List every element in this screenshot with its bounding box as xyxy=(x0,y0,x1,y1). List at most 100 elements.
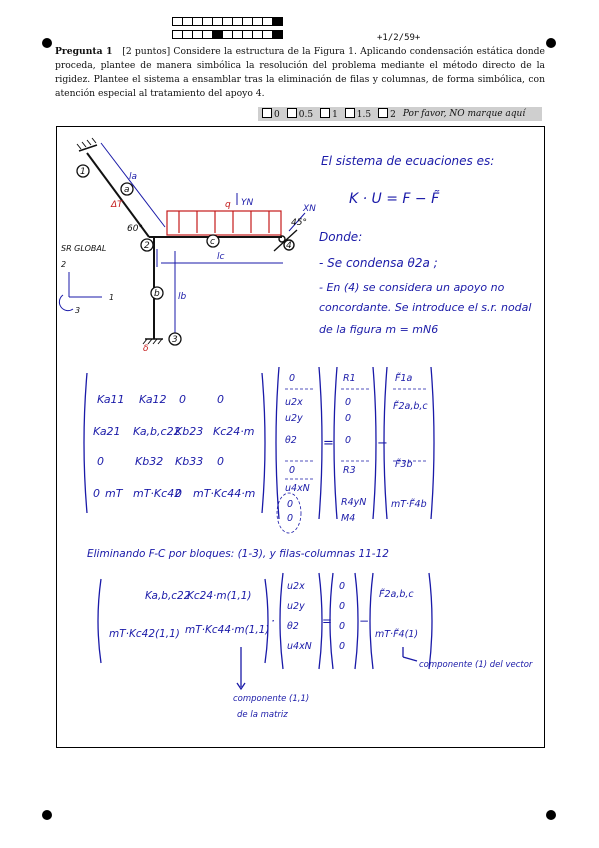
grade-option-15[interactable]: 1.5 xyxy=(344,108,371,120)
svg-text:0: 0 xyxy=(339,581,345,592)
svg-text:Ka,b,c22: Ka,b,c22 xyxy=(133,425,181,438)
dot-operator: · xyxy=(271,614,275,628)
svg-text:componente (1) del vector: componente (1) del vector xyxy=(419,660,533,670)
structure-figure xyxy=(76,137,282,345)
svg-text:2: 2 xyxy=(144,241,150,251)
svg-text:de la figura m = mN6: de la figura m = mN6 xyxy=(319,323,438,336)
grading-note: Por favor, NO marque aquí xyxy=(402,109,526,119)
svg-text:de la matriz: de la matriz xyxy=(237,710,288,720)
bar-a xyxy=(86,152,150,238)
svg-text:Ka11: Ka11 xyxy=(97,393,125,406)
svg-text:El sistema de ecuaciones es:: El sistema de ecuaciones es: xyxy=(321,154,494,168)
svg-text:YN: YN xyxy=(241,198,253,208)
question-text: Pregunta 1 [2 puntos] Considere la estru… xyxy=(55,45,545,101)
matrix1-cells: Ka11 Ka12 0 0 Ka21 Ka,b,c22 Kb23 Kc24·m … xyxy=(93,393,255,500)
grade-option-0[interactable]: 0 xyxy=(262,108,280,120)
svg-text:lc: lc xyxy=(217,252,225,262)
svg-text:3: 3 xyxy=(75,306,80,315)
minus-sign-2: − xyxy=(359,614,369,628)
svg-text:componente (1,1): componente (1,1) xyxy=(233,694,309,704)
registration-dot-bl xyxy=(42,810,52,820)
svg-text:0: 0 xyxy=(289,373,295,384)
svg-text:la: la xyxy=(129,172,137,182)
svg-text:Kb32: Kb32 xyxy=(135,455,163,468)
question-points: [2 puntos] xyxy=(122,46,171,57)
svg-text:u4xN: u4xN xyxy=(287,641,312,652)
page-id: +1/2/59+ xyxy=(377,33,421,43)
support-4 xyxy=(273,229,298,252)
svg-text:c: c xyxy=(210,237,215,247)
svg-text:0: 0 xyxy=(179,393,186,406)
svg-text:δ: δ xyxy=(143,344,149,354)
vector-ft: F̃1a F̃2a,b,c F̃3b mT·F̃4b xyxy=(391,372,428,510)
registration-dot-br xyxy=(546,810,556,820)
elimination-note: Eliminando F-C por bloques: (1-3), y fil… xyxy=(87,548,389,560)
svg-text:F̃2a,b,c: F̃2a,b,c xyxy=(379,588,414,600)
svg-text:XN: XN xyxy=(302,204,316,214)
svg-text:0: 0 xyxy=(345,413,351,424)
registration-dot-tl xyxy=(42,38,52,48)
answer-drawing: 1 a 2 c b 3 4 la lc lb ΔT 60° 45° q YN X… xyxy=(58,137,533,720)
vector2-ft: F̃2a,b,c mT·F̃4(1) xyxy=(375,588,418,640)
svg-text:4: 4 xyxy=(286,241,292,251)
dimensions xyxy=(58,142,306,339)
svg-text:mT·Kc42: mT·Kc42 xyxy=(133,487,181,500)
question-body: Considere la estructura de la Figura 1. … xyxy=(55,46,545,99)
code-bar-top xyxy=(172,17,283,26)
grading-bar: 0 0.5 1 1.5 2 Por favor, NO marque aquí xyxy=(258,107,542,121)
vector-r: R1 0 0 0 R3 R4yN M4 xyxy=(341,373,366,524)
svg-text:0: 0 xyxy=(93,487,100,500)
svg-text:a: a xyxy=(124,185,130,195)
vector2-zeros: 0 0 0 0 xyxy=(339,581,345,652)
svg-text:0: 0 xyxy=(97,455,104,468)
minus-sign-1: − xyxy=(377,436,388,451)
svg-text:0: 0 xyxy=(339,641,345,652)
svg-text:Ka21: Ka21 xyxy=(93,425,121,438)
svg-text:mT·Kc44·m(1,1): mT·Kc44·m(1,1) xyxy=(185,624,269,636)
svg-text:1: 1 xyxy=(80,167,86,177)
svg-text:R1: R1 xyxy=(343,373,356,384)
svg-text:Donde:: Donde: xyxy=(319,230,362,244)
svg-text:b: b xyxy=(154,289,160,299)
matrix-equation-1 xyxy=(83,366,435,534)
equals-sign-1: = xyxy=(323,436,334,451)
svg-text:u4xN: u4xN xyxy=(285,483,310,494)
grade-option-1[interactable]: 1 xyxy=(320,108,338,120)
svg-text:lb: lb xyxy=(178,292,187,302)
svg-text:u2x: u2x xyxy=(287,581,305,592)
svg-text:Ka12: Ka12 xyxy=(139,393,167,406)
annotations: componente (1,1) de la matriz componente… xyxy=(233,660,533,720)
equals-sign-2: = xyxy=(322,614,332,628)
node-circles xyxy=(76,164,220,346)
svg-text:0: 0 xyxy=(345,397,351,408)
svg-text:Kb23: Kb23 xyxy=(175,425,203,438)
svg-text:u2x: u2x xyxy=(285,397,303,408)
svg-text:mT·Kc44·m: mT·Kc44·m xyxy=(193,487,255,500)
svg-text:0: 0 xyxy=(175,487,182,500)
vector2-u: u2x u2y θ2 u4xN xyxy=(287,581,312,652)
svg-text:- En (4) se considera un apoyo: - En (4) se considera un apoyo no xyxy=(319,281,505,294)
svg-text:2: 2 xyxy=(61,260,66,269)
svg-text:u2y: u2y xyxy=(287,601,305,612)
svg-text:Kc24·m(1,1): Kc24·m(1,1) xyxy=(187,590,251,602)
svg-text:mT·F̃4(1): mT·F̃4(1) xyxy=(375,628,418,640)
registration-dot-tr xyxy=(546,38,556,48)
svg-text:0: 0 xyxy=(339,601,345,612)
svg-text:60°: 60° xyxy=(127,224,143,234)
svg-text:0: 0 xyxy=(287,513,293,524)
grade-option-2[interactable]: 2 xyxy=(378,108,396,120)
svg-text:0: 0 xyxy=(339,621,345,632)
svg-text:mT: mT xyxy=(105,487,124,500)
svg-text:q: q xyxy=(225,200,231,210)
svg-text:- Se condensa θ2a ;: - Se condensa θ2a ; xyxy=(319,256,438,270)
matrix2-cells: Ka,b,c22 Kc24·m(1,1) mT·Kc42(1,1) mT·Kc4… xyxy=(109,590,269,640)
svg-text:45°: 45° xyxy=(291,218,307,228)
svg-text:F̃2a,b,c: F̃2a,b,c xyxy=(393,400,428,412)
svg-text:0: 0 xyxy=(217,455,224,468)
grade-option-05[interactable]: 0.5 xyxy=(286,108,313,120)
svg-text:Ka,b,c22: Ka,b,c22 xyxy=(145,590,191,602)
svg-text:1: 1 xyxy=(109,293,114,302)
vector-u: 0 u2x u2y θ2 0 u4xN 0 0 xyxy=(285,373,310,524)
matrix-equation-2 xyxy=(97,572,433,691)
svg-text:F̃1a: F̃1a xyxy=(395,372,413,384)
